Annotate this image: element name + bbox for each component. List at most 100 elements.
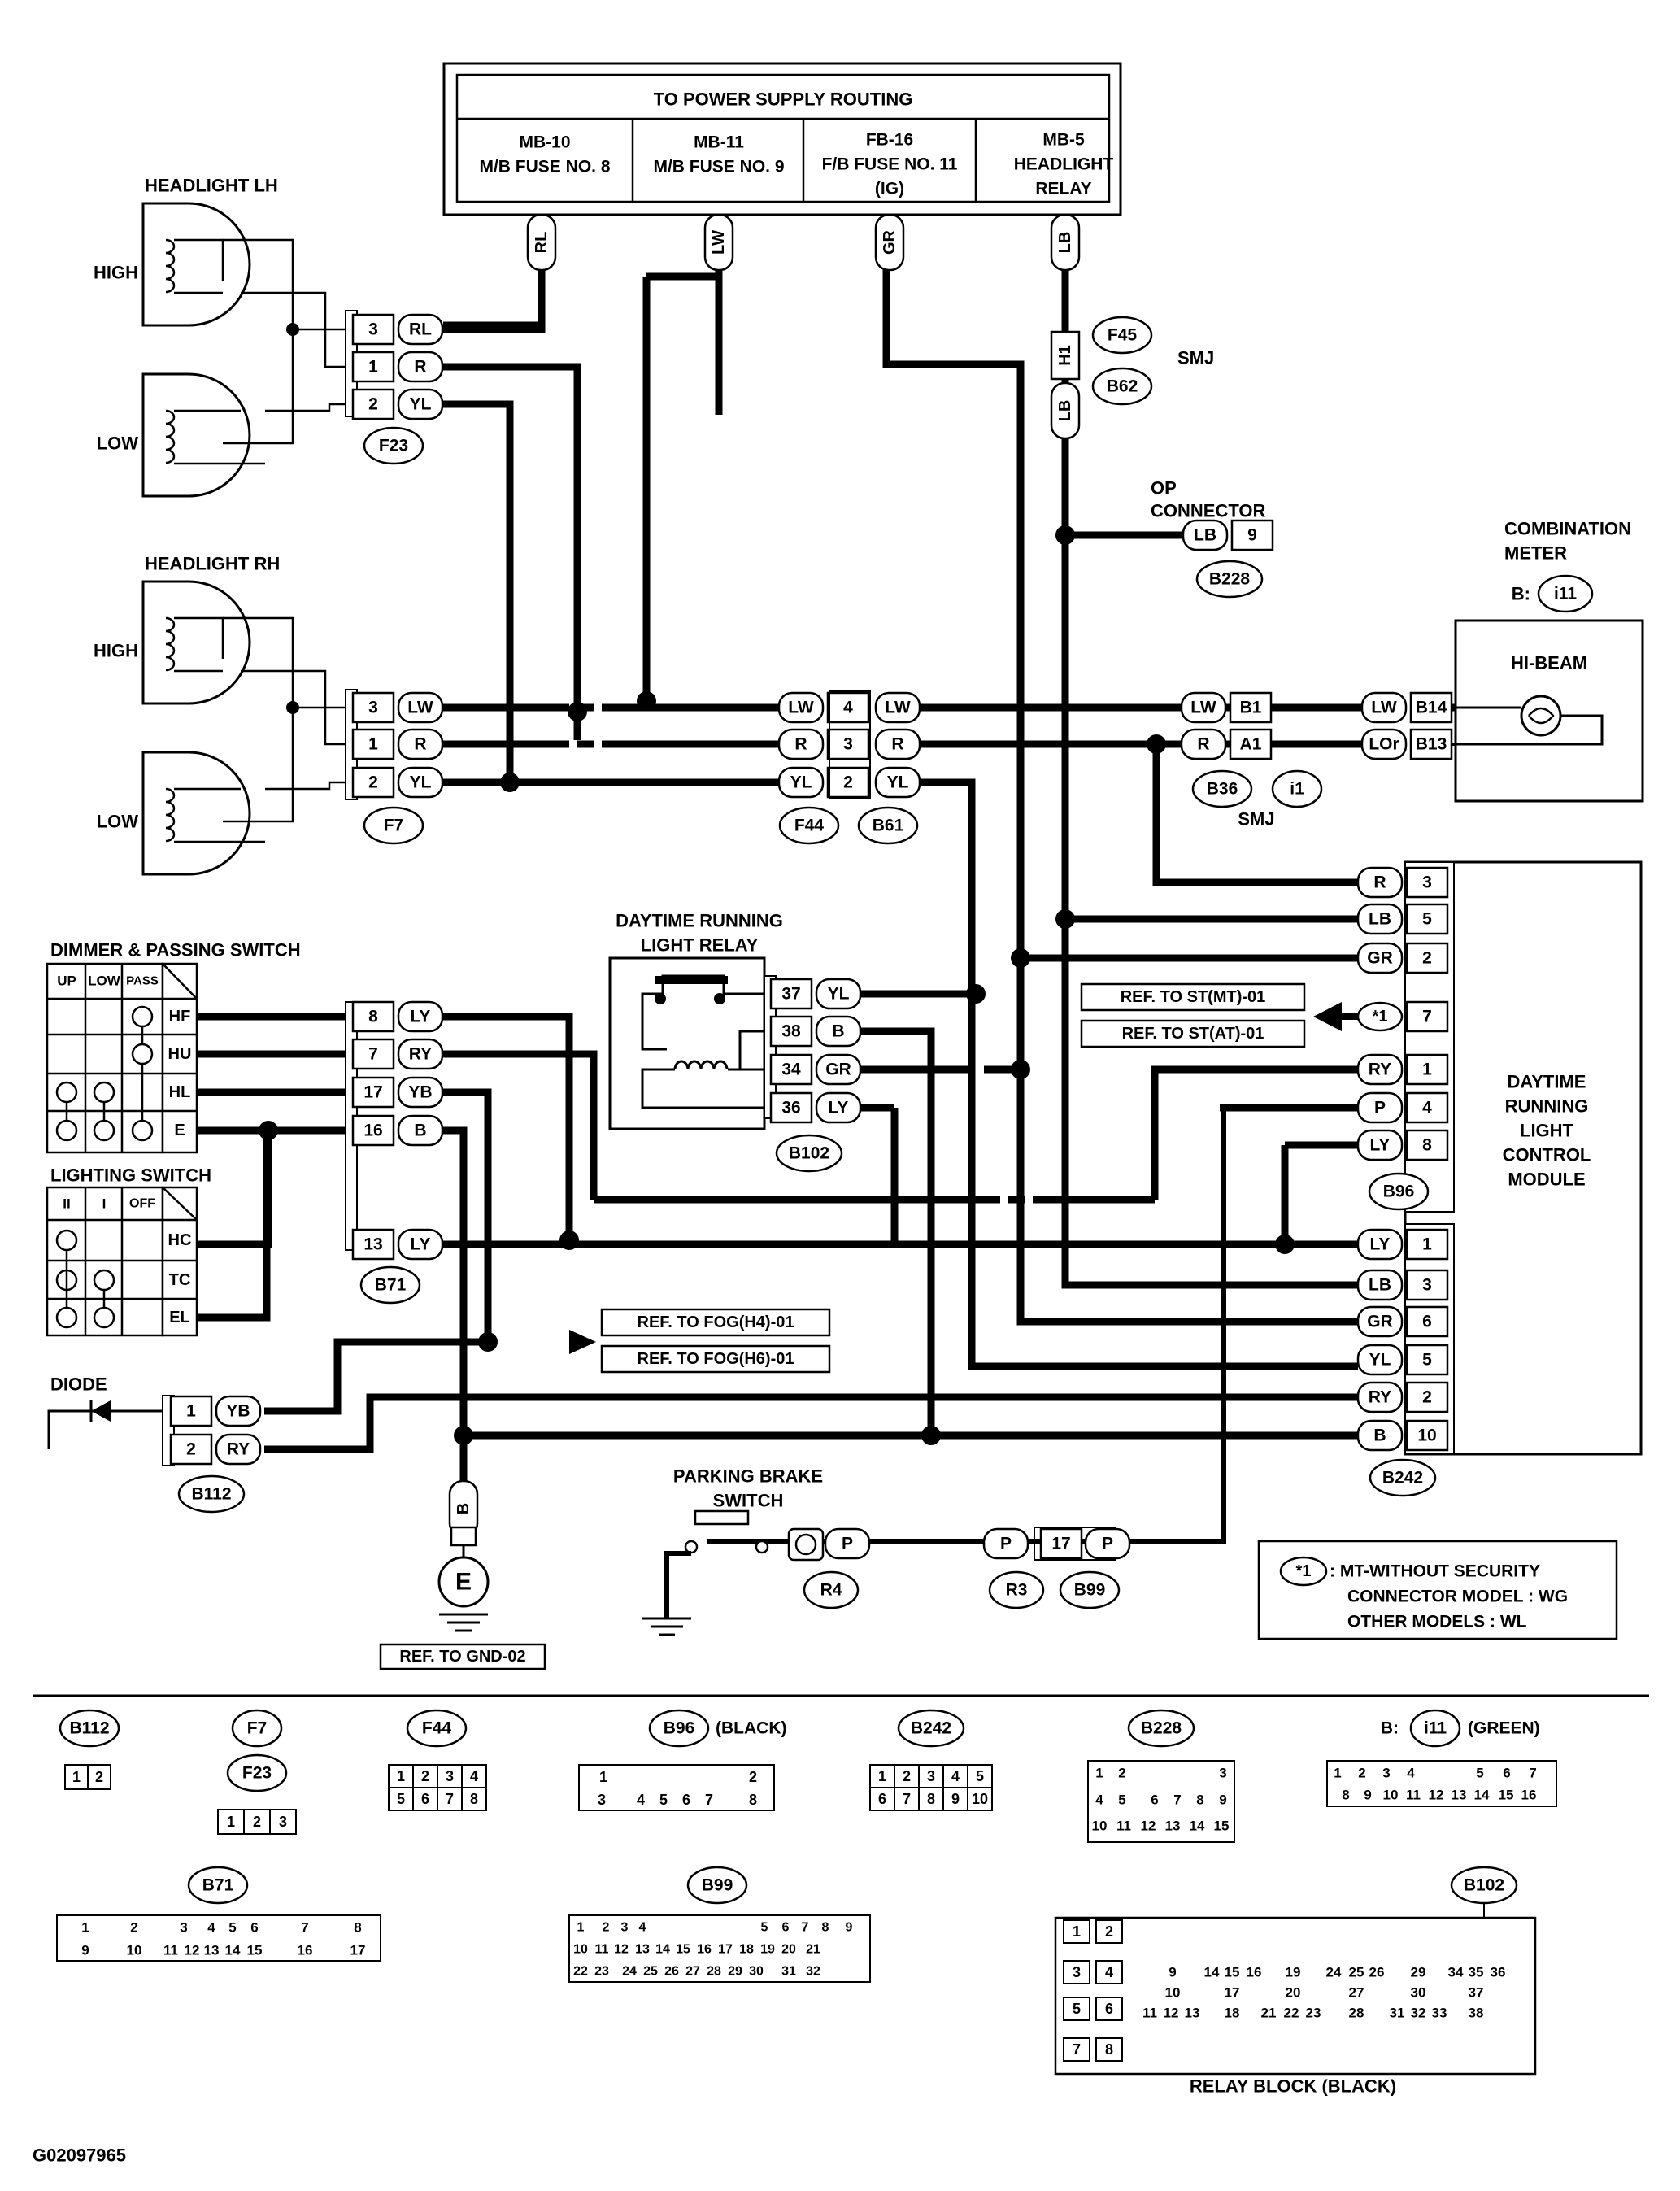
B96-pin-box <box>1405 1129 1449 1161</box>
B102-wire-code: GR <box>825 1061 851 1079</box>
B102-pin-box <box>769 1053 813 1086</box>
B71-pin-box <box>351 1038 395 1070</box>
ref-st-at-box <box>1080 1019 1306 1048</box>
i11-wire-tag <box>1360 691 1408 724</box>
B71-wire-code: LY <box>411 1008 431 1026</box>
hi-beam-filament <box>1528 707 1555 725</box>
B228-id: B228 <box>1209 570 1251 589</box>
view-B112-pin-label: 1 <box>72 1769 81 1785</box>
drl-module-title: LIGHT <box>1520 1121 1574 1141</box>
view-i11-pin-label: 6 <box>1503 1766 1510 1781</box>
B102-pin-number: 37 <box>781 985 800 1004</box>
view-F44-pin-label: 1 <box>397 1768 405 1784</box>
B242-wire-code: GR <box>1367 1313 1393 1331</box>
F7-pin-box <box>351 728 395 760</box>
view-B228-pin-label: 14 <box>1190 1819 1205 1834</box>
B96-wire-code: R <box>1373 873 1386 892</box>
filament-coil <box>165 277 176 294</box>
view-B99-pin-label: 16 <box>697 1943 712 1957</box>
B242-pin-number: 1 <box>1422 1235 1432 1254</box>
B96-pin-number: 2 <box>1422 949 1432 968</box>
view-B96-housing <box>578 1764 775 1811</box>
view-B102-pin-label: 20 <box>1286 1985 1301 2001</box>
F7-wire-code: YL <box>410 773 432 792</box>
view-B102-pin-label: 6 <box>1105 2001 1113 2017</box>
view-B102-pin-label: 14 <box>1204 1965 1220 1980</box>
wire <box>911 1027 935 1438</box>
view-B71-pin-label: 1 <box>81 1920 89 1936</box>
dimmer-row-label: HU <box>168 1045 192 1063</box>
view-B242-pin-label: 10 <box>972 1791 988 1807</box>
F23-wire-tag <box>397 351 444 383</box>
view-B96-pin-label: 1 <box>599 1769 607 1785</box>
view-B102-cavity <box>1063 2037 1090 2062</box>
B242-pin-number: 6 <box>1422 1313 1432 1331</box>
lighting-row-label: TC <box>169 1271 191 1289</box>
drl-relay-box <box>608 956 766 1130</box>
arrow-icon <box>569 1330 596 1354</box>
B96-wire-tag <box>1356 942 1404 974</box>
view-B99-pin-label: 17 <box>718 1943 733 1957</box>
view-B71-pin-label: 2 <box>130 1920 137 1936</box>
R3-wire-code: P <box>1000 1535 1012 1553</box>
view-B99-pin-label: 1 <box>577 1921 585 1935</box>
relay-contact-dot <box>714 993 725 1004</box>
note-key: *1 <box>1296 1562 1312 1580</box>
power-supply-column-line: M/B FUSE NO. 8 <box>479 158 610 176</box>
F44-wire-tag <box>777 728 825 760</box>
ground-wire-tag-text: B <box>455 1503 472 1514</box>
headlight-low-bulb <box>141 751 251 876</box>
filament-coil <box>165 826 176 843</box>
note-box <box>1257 1540 1618 1640</box>
i11-pin-box <box>1409 691 1453 724</box>
view-i11-pin-label: 14 <box>1474 1788 1490 1803</box>
power-wire-tag-1 <box>703 213 734 272</box>
switch-contact-icon <box>93 1306 115 1329</box>
i11-pin-box <box>1409 728 1453 760</box>
dimmer-header: UP <box>57 974 76 989</box>
view-B99-pin-label: 12 <box>614 1943 629 1957</box>
switch-contact-icon <box>55 1081 78 1104</box>
B96-pin-box <box>1405 903 1449 935</box>
headlight-title: HEADLIGHT RH <box>145 554 280 574</box>
view-i11-pin-label: 16 <box>1521 1788 1537 1803</box>
view-B71-pin-label: 15 <box>247 1943 263 1958</box>
view-B102-cavity <box>1063 1997 1090 2021</box>
view-B71-housing <box>56 1914 381 1962</box>
headlight-low-label: LOW <box>97 812 139 832</box>
view-B242-id-outline <box>897 1709 965 1748</box>
drl-relay-title: DAYTIME RUNNING <box>616 911 783 931</box>
B36-wire-code: LW <box>1190 699 1216 717</box>
view-i11-pin-label: 5 <box>1476 1766 1483 1781</box>
view-B228-id: B228 <box>1141 1719 1182 1738</box>
B71-wire-tag <box>397 1000 444 1033</box>
F23-pin-number: 1 <box>368 358 378 377</box>
B242-pin-box <box>1405 1344 1449 1376</box>
view-B228-housing <box>1087 1760 1235 1843</box>
view-F7-id: F7 <box>247 1719 268 1738</box>
view-F44-pin-label: 5 <box>397 1791 405 1807</box>
view-B99-pin-label: 32 <box>806 1965 820 1979</box>
view-F44-cavity <box>437 1787 463 1811</box>
B242-wire-code: LB <box>1369 1276 1391 1295</box>
B96-pin-number: 1 <box>1422 1061 1432 1079</box>
B242-wire-tag <box>1356 1381 1404 1413</box>
switch-contact-icon <box>93 1081 115 1104</box>
view-B99-pin-label: 5 <box>761 1921 768 1935</box>
headlight-high-label: HIGH <box>94 263 138 283</box>
F44-wire-code: R <box>794 735 807 754</box>
B102-wire-code: B <box>832 1022 844 1041</box>
R3-id: R3 <box>1006 1581 1028 1600</box>
B36-wire-code: R <box>1197 735 1209 754</box>
B36-pin-box <box>1229 728 1273 760</box>
wire <box>1152 744 1358 886</box>
wire <box>443 268 546 333</box>
B102-wire-tag <box>815 1053 862 1086</box>
view-B102-pin-label: 37 <box>1469 1985 1484 2001</box>
view-B102-pin-label: 27 <box>1349 1985 1364 2001</box>
hi-beam-lamp-icon <box>1520 695 1562 737</box>
parking-brake-title: SWITCH <box>713 1491 784 1511</box>
parts <box>33 62 1649 2076</box>
junction-dot <box>1055 909 1075 929</box>
view-B99-pin-label: 9 <box>846 1921 853 1935</box>
